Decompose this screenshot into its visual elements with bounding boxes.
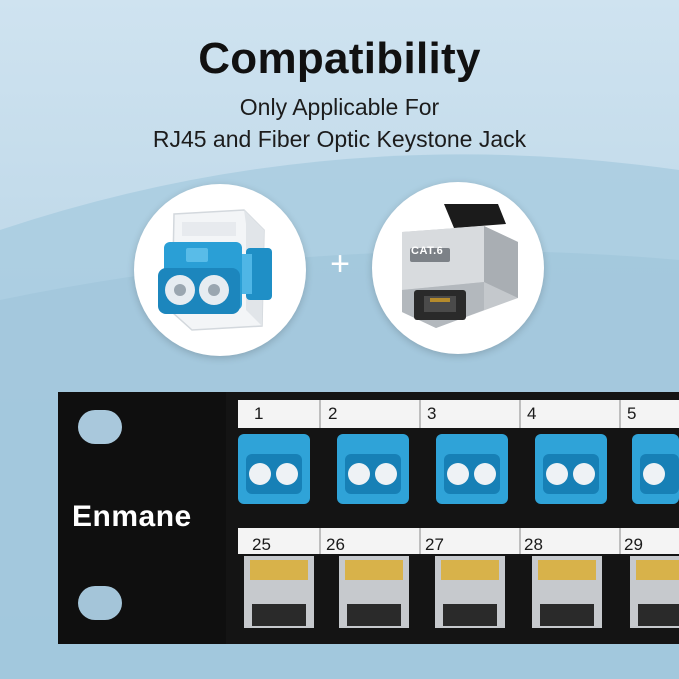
rj45-keystone-image xyxy=(372,182,544,354)
port-label: 29 xyxy=(624,535,643,554)
port-label: 28 xyxy=(524,535,543,554)
port-label: 4 xyxy=(527,404,537,423)
port-label: 25 xyxy=(252,535,271,554)
brand-logo: Enmane xyxy=(72,500,192,533)
subtitle-line-2: RJ45 and Fiber Optic Keystone Jack xyxy=(152,126,527,152)
port-label: 2 xyxy=(328,404,338,423)
cat6-marking: CAT.6 xyxy=(411,245,444,257)
rj45-port-row xyxy=(244,556,679,628)
subtitle-line-1: Only Applicable For xyxy=(239,94,440,120)
port-label: 5 xyxy=(627,404,637,423)
plus-sign: + xyxy=(330,245,350,283)
port-label: 27 xyxy=(425,535,444,554)
fiber-keystone-image xyxy=(134,184,306,356)
page-title: Compatibility xyxy=(198,34,481,83)
port-label: 3 xyxy=(427,404,437,423)
rj45-keystone-icon xyxy=(402,204,518,328)
mounting-hole-top xyxy=(78,410,122,444)
port-label: 26 xyxy=(326,535,345,554)
fiber-port-row xyxy=(238,434,679,504)
fiber-keystone-icon xyxy=(158,209,272,331)
port-label: 1 xyxy=(254,404,264,423)
mounting-hole-bottom xyxy=(78,586,122,620)
